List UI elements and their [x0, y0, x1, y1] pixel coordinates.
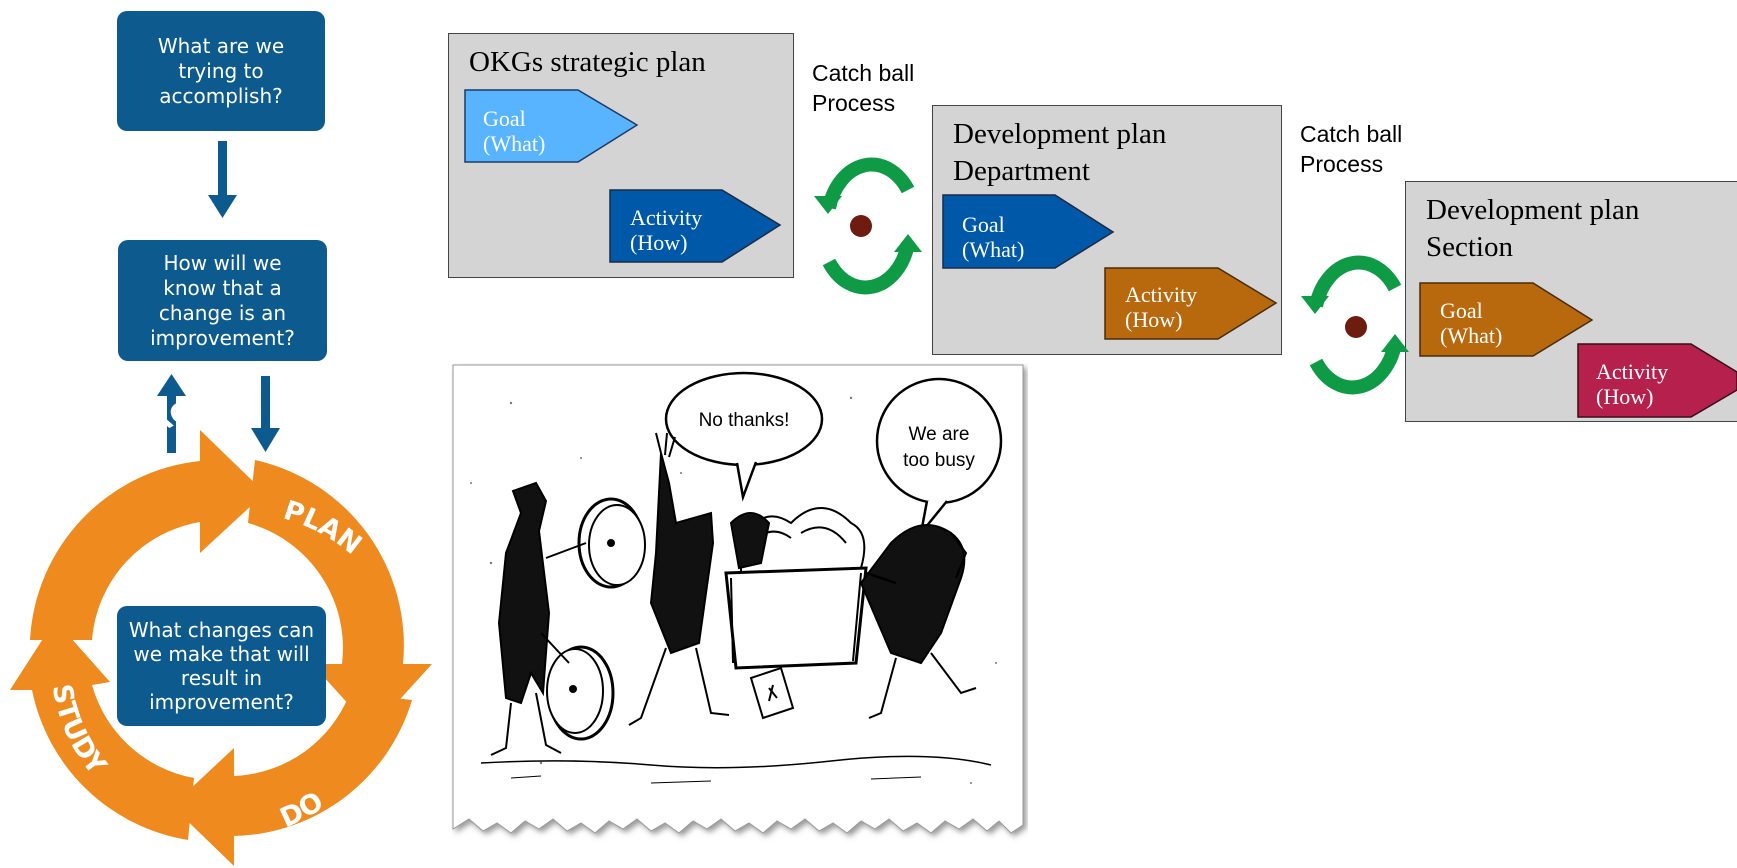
plan2-activity-label: Activity (How)	[1125, 282, 1198, 332]
speech-bubble-too-busy: We are too busy	[875, 377, 1003, 534]
question-measure-box: How will we know that a change is an imp…	[118, 240, 327, 361]
up-arrow-icon	[157, 374, 186, 453]
catch-ball-label-1: Catch ball Process	[812, 60, 915, 116]
plan2-goal-label: Goal (What)	[962, 212, 1025, 262]
plan1-goal-label: Goal (What)	[483, 106, 546, 156]
down-arrow-2-icon	[251, 376, 280, 452]
cavemen-illustration	[480, 432, 992, 784]
catch-ball-cycle-2-icon	[1301, 255, 1409, 395]
cycle-study-arrow	[10, 620, 194, 840]
cycle-act-arrow	[30, 430, 265, 640]
cycle-do-arrow	[172, 693, 412, 866]
speech-bubble-no-thanks: No thanks!	[664, 371, 824, 502]
catch-ball-cycle-1-icon	[814, 157, 922, 295]
plan-title: OKGs strategic plan	[469, 46, 706, 78]
bubble-2-text-1: We are	[909, 424, 970, 445]
plan-title: Development plan Department	[953, 118, 1167, 187]
pdsa-cycle-diagram: ACT PLAN DO STUDY	[10, 141, 432, 866]
plan1-activity-label: Activity (How)	[630, 205, 703, 255]
bubble-2-text-2: too busy	[903, 450, 975, 471]
catch-ball-label-2: Catch ball Process	[1300, 121, 1403, 177]
cycle-plan-arrow	[248, 460, 432, 730]
down-arrow-1-icon	[208, 141, 237, 218]
cavemen-cartoon-image: No thanks! We are too busy	[452, 364, 1024, 834]
bubble-1-text: No thanks!	[699, 410, 790, 431]
plan3-goal-label: Goal (What)	[1440, 298, 1503, 348]
question-changes-box: What changes can we make that will resul…	[117, 606, 326, 726]
question-accomplish-box: What are we trying to accomplish?	[117, 11, 325, 131]
plan-title: Development plan Section	[1426, 194, 1640, 263]
plan3-activity-label: Activity (How)	[1596, 359, 1669, 409]
